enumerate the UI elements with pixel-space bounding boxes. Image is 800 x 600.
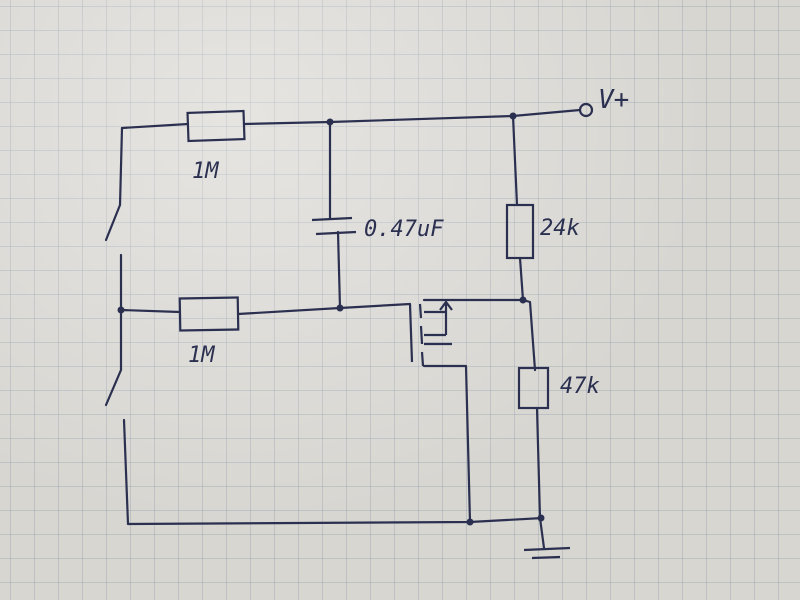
- capacitor-plates: [311, 216, 357, 236]
- capacitor-wire: [328, 120, 342, 310]
- label-capacitor: 0.47uF: [364, 217, 444, 242]
- label-resistor-24k: 24k: [540, 216, 580, 241]
- left-wire-bottom: [122, 418, 130, 526]
- junction-dot: [519, 296, 527, 304]
- junction-dot: [466, 518, 474, 526]
- resistor-1m-middle: [178, 296, 240, 332]
- switch-top-left: [104, 126, 124, 242]
- resistor-47k: [517, 366, 550, 410]
- resistor-1m-top: [186, 109, 246, 143]
- switch-bottom-left: [104, 308, 123, 407]
- top-wire: [120, 108, 582, 130]
- junction-dot: [326, 118, 334, 126]
- label-resistor-1m-middle: 1M: [188, 343, 215, 368]
- junction-dot: [537, 514, 545, 522]
- mosfet-symbol: [408, 300, 453, 367]
- junction-dot: [117, 306, 125, 314]
- mosfet-source-wire: [422, 364, 472, 524]
- middle-wire: [119, 302, 412, 316]
- resistor-24k: [505, 203, 535, 260]
- label-resistor-47k: 47k: [560, 374, 600, 399]
- bottom-wire: [126, 516, 545, 526]
- junction-dot: [509, 112, 517, 120]
- junction-dot: [336, 304, 344, 312]
- label-resistor-1m-top: 1M: [192, 159, 219, 184]
- label-supply: V+: [598, 85, 629, 115]
- right-wire: [511, 114, 546, 550]
- supply-terminal: [578, 102, 594, 118]
- ground-symbol: [523, 546, 571, 560]
